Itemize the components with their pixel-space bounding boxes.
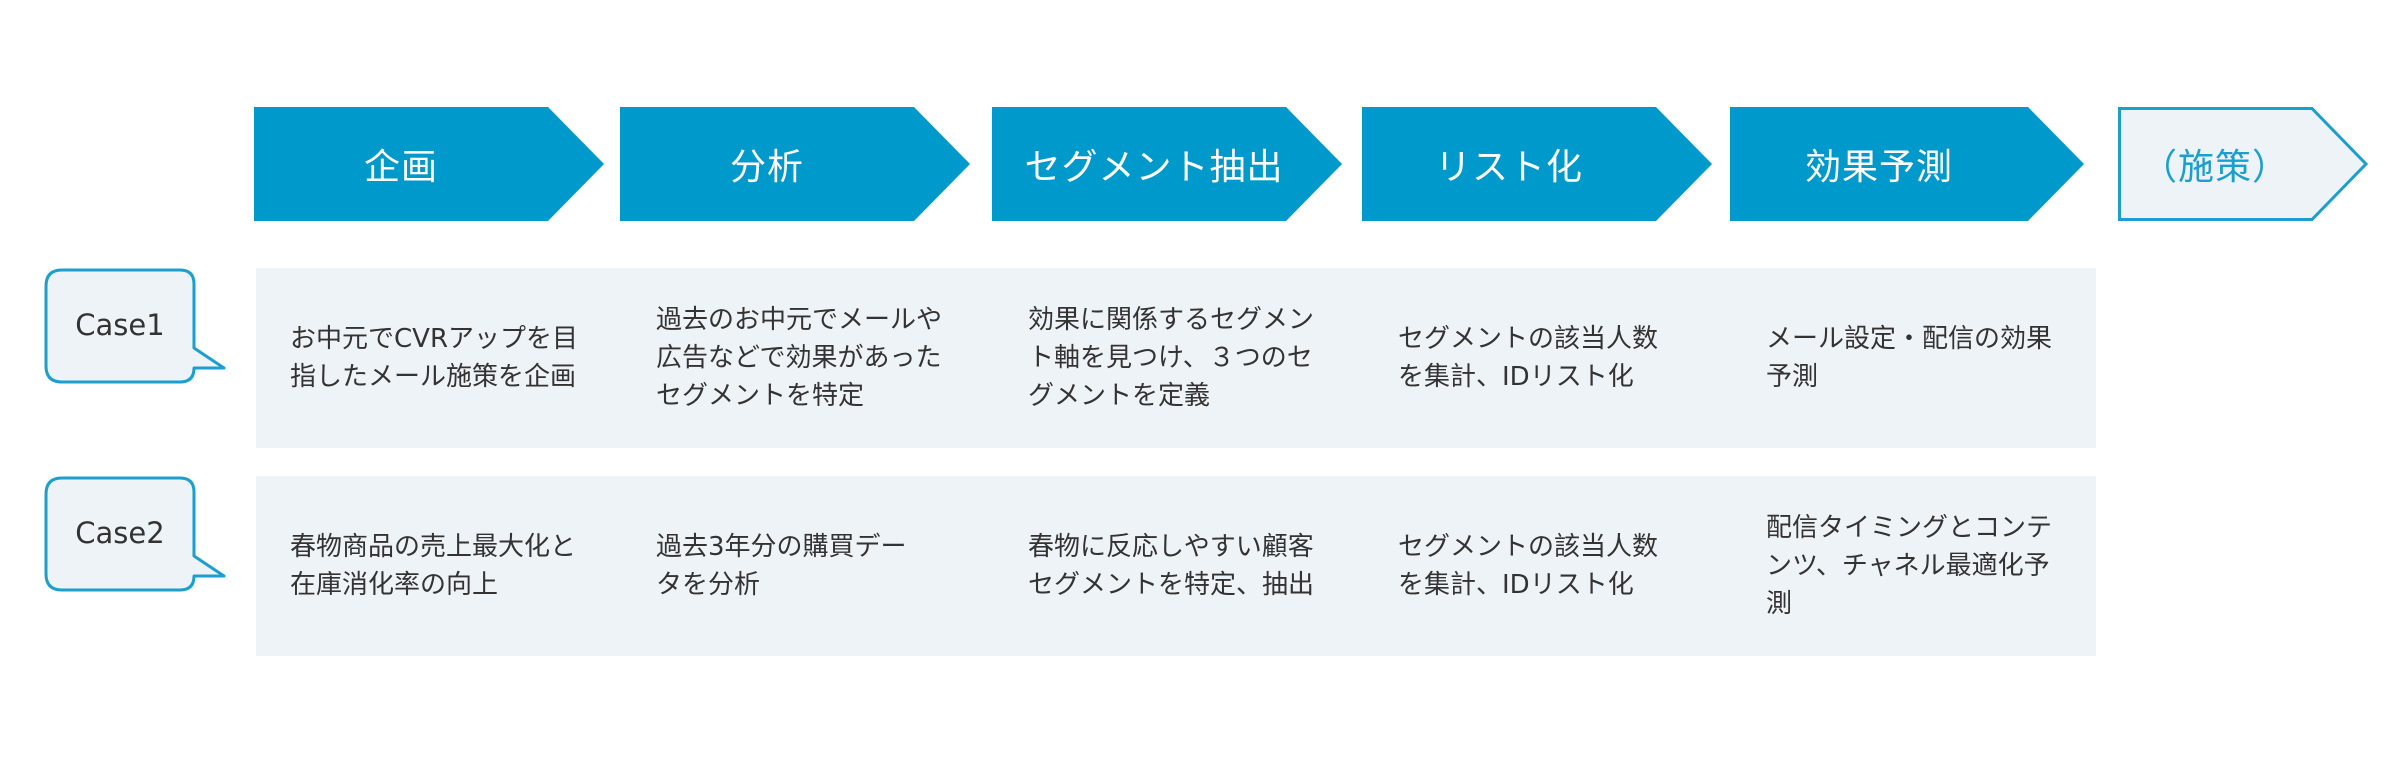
case2-cell-planning: 春物商品の売上最大化と在庫消化率の向上	[290, 476, 580, 656]
case1-cell-effect-forecast: メール設定・配信の効果予測	[1766, 268, 2056, 448]
cell-text: 効果に関係するセグメント軸を見つけ、３つのセグメントを定義	[1028, 305, 1315, 411]
arrow-shape	[992, 107, 1342, 221]
cell-text: メール設定・配信の効果予測	[1766, 324, 2053, 392]
case2-cell-effect-forecast: 配信タイミングとコンテンツ、チャネル最適化予測	[1766, 476, 2056, 656]
case2-cell-segment-extraction: 春物に反応しやすい顧客セグメントを特定、抽出	[1028, 476, 1318, 656]
step-listing: リスト化	[1362, 107, 1712, 221]
arrow-shape	[2118, 107, 2369, 221]
step-label: 企画	[363, 147, 438, 188]
case1-cell-segment-extraction: 効果に関係するセグメント軸を見つけ、３つのセグメントを定義	[1028, 268, 1318, 448]
cell-text: 春物商品の売上最大化と在庫消化率の向上	[290, 532, 577, 600]
case-name: Case1	[75, 308, 165, 342]
step-label: （施策）	[2140, 147, 2289, 188]
step-effect-forecast: 効果予測	[1730, 107, 2084, 221]
step-label: 効果予測	[1804, 147, 1953, 188]
arrow-shape	[620, 107, 970, 221]
case2-cell-listing: セグメントの該当人数を集計、IDリスト化	[1398, 476, 1668, 656]
cell-text: 過去のお中元でメールや広告などで効果があったセグメントを特定	[656, 305, 943, 411]
cell-text: 春物に反応しやすい顧客セグメントを特定、抽出	[1028, 532, 1315, 600]
step-label: リスト化	[1434, 147, 1583, 188]
case1-label-bubble: Case1	[44, 268, 228, 386]
speech-bubble-shape	[44, 476, 226, 592]
case1-row-band	[256, 268, 2096, 448]
arrow-shape	[1730, 107, 2084, 221]
cell-text: セグメントの該当人数を集計、IDリスト化	[1398, 324, 1659, 392]
case1-cell-listing: セグメントの該当人数を集計、IDリスト化	[1398, 268, 1668, 448]
case2-label-bubble: Case2	[44, 476, 228, 594]
cell-text: 過去3年分の購買データを分析	[656, 532, 907, 600]
step-planning: 企画	[254, 107, 604, 221]
arrow-shape	[254, 107, 604, 221]
cell-text: お中元でCVRアップを目指したメール施策を企画	[290, 324, 579, 392]
step-segment-extraction: セグメント抽出	[992, 107, 1342, 221]
step-measures: （施策）	[2118, 107, 2369, 221]
case2-row-band	[256, 476, 2096, 656]
case2-cell-analysis: 過去3年分の購買データを分析	[656, 476, 926, 656]
step-label: セグメント抽出	[1024, 147, 1284, 188]
speech-bubble-shape	[44, 268, 226, 384]
step-label: 分析	[729, 147, 804, 188]
case-name: Case2	[75, 516, 165, 550]
case1-cell-analysis: 過去のお中元でメールや広告などで効果があったセグメントを特定	[656, 268, 946, 448]
step-analysis: 分析	[620, 107, 970, 221]
case1-cell-planning: お中元でCVRアップを目指したメール施策を企画	[290, 268, 580, 448]
arrow-shape	[1362, 107, 1712, 221]
cell-text: セグメントの該当人数を集計、IDリスト化	[1398, 532, 1659, 600]
cell-text: 配信タイミングとコンテンツ、チャネル最適化予測	[1766, 513, 2053, 619]
